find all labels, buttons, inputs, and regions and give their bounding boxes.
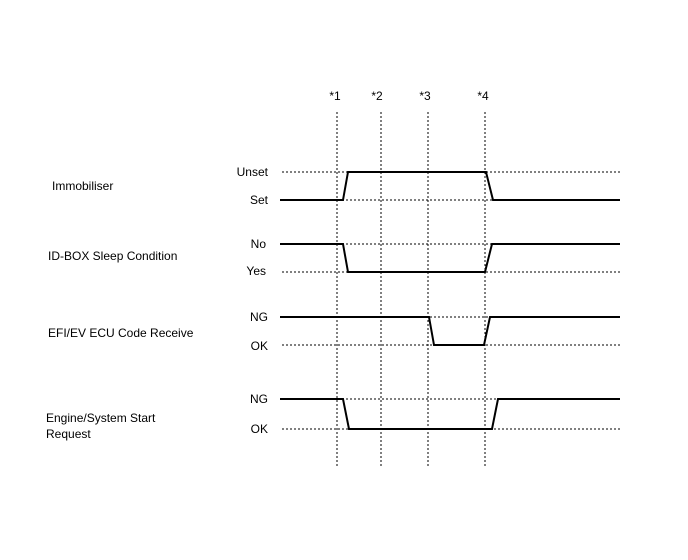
level-label-immobiliser-high: Unset	[236, 165, 268, 179]
signal-name-immobiliser: Immobiliser	[52, 179, 114, 193]
level-label-engine-low: OK	[250, 422, 268, 436]
level-label-id-box-low: Yes	[246, 264, 266, 278]
signal-name-engine-start: Engine/System Start	[46, 411, 156, 425]
level-reference-lines	[282, 171, 620, 430]
marker-label-4: *4	[477, 89, 489, 103]
waveform-3	[280, 316, 620, 346]
signal-name-engine-start-line2: Request	[46, 427, 91, 441]
marker-lines	[336, 112, 486, 466]
marker-label-1: *1	[329, 89, 341, 103]
level-label-efi-low: OK	[250, 339, 268, 353]
waveform-2	[280, 243, 620, 273]
waveform-4	[280, 398, 620, 430]
signal-name-efi-ecu-code: EFI/EV ECU Code Receive	[48, 326, 194, 340]
marker-label-2: *2	[371, 89, 383, 103]
signal-waveforms	[280, 171, 620, 430]
level-label-efi-high: NG	[250, 310, 268, 324]
level-label-immobiliser-low: Set	[249, 193, 268, 207]
signal-name-id-box-sleep: ID-BOX Sleep Condition	[48, 249, 178, 263]
waveform-1	[280, 171, 620, 201]
level-label-id-box-high: No	[250, 237, 266, 251]
marker-label-3: *3	[419, 89, 431, 103]
level-label-engine-high: NG	[250, 392, 268, 406]
